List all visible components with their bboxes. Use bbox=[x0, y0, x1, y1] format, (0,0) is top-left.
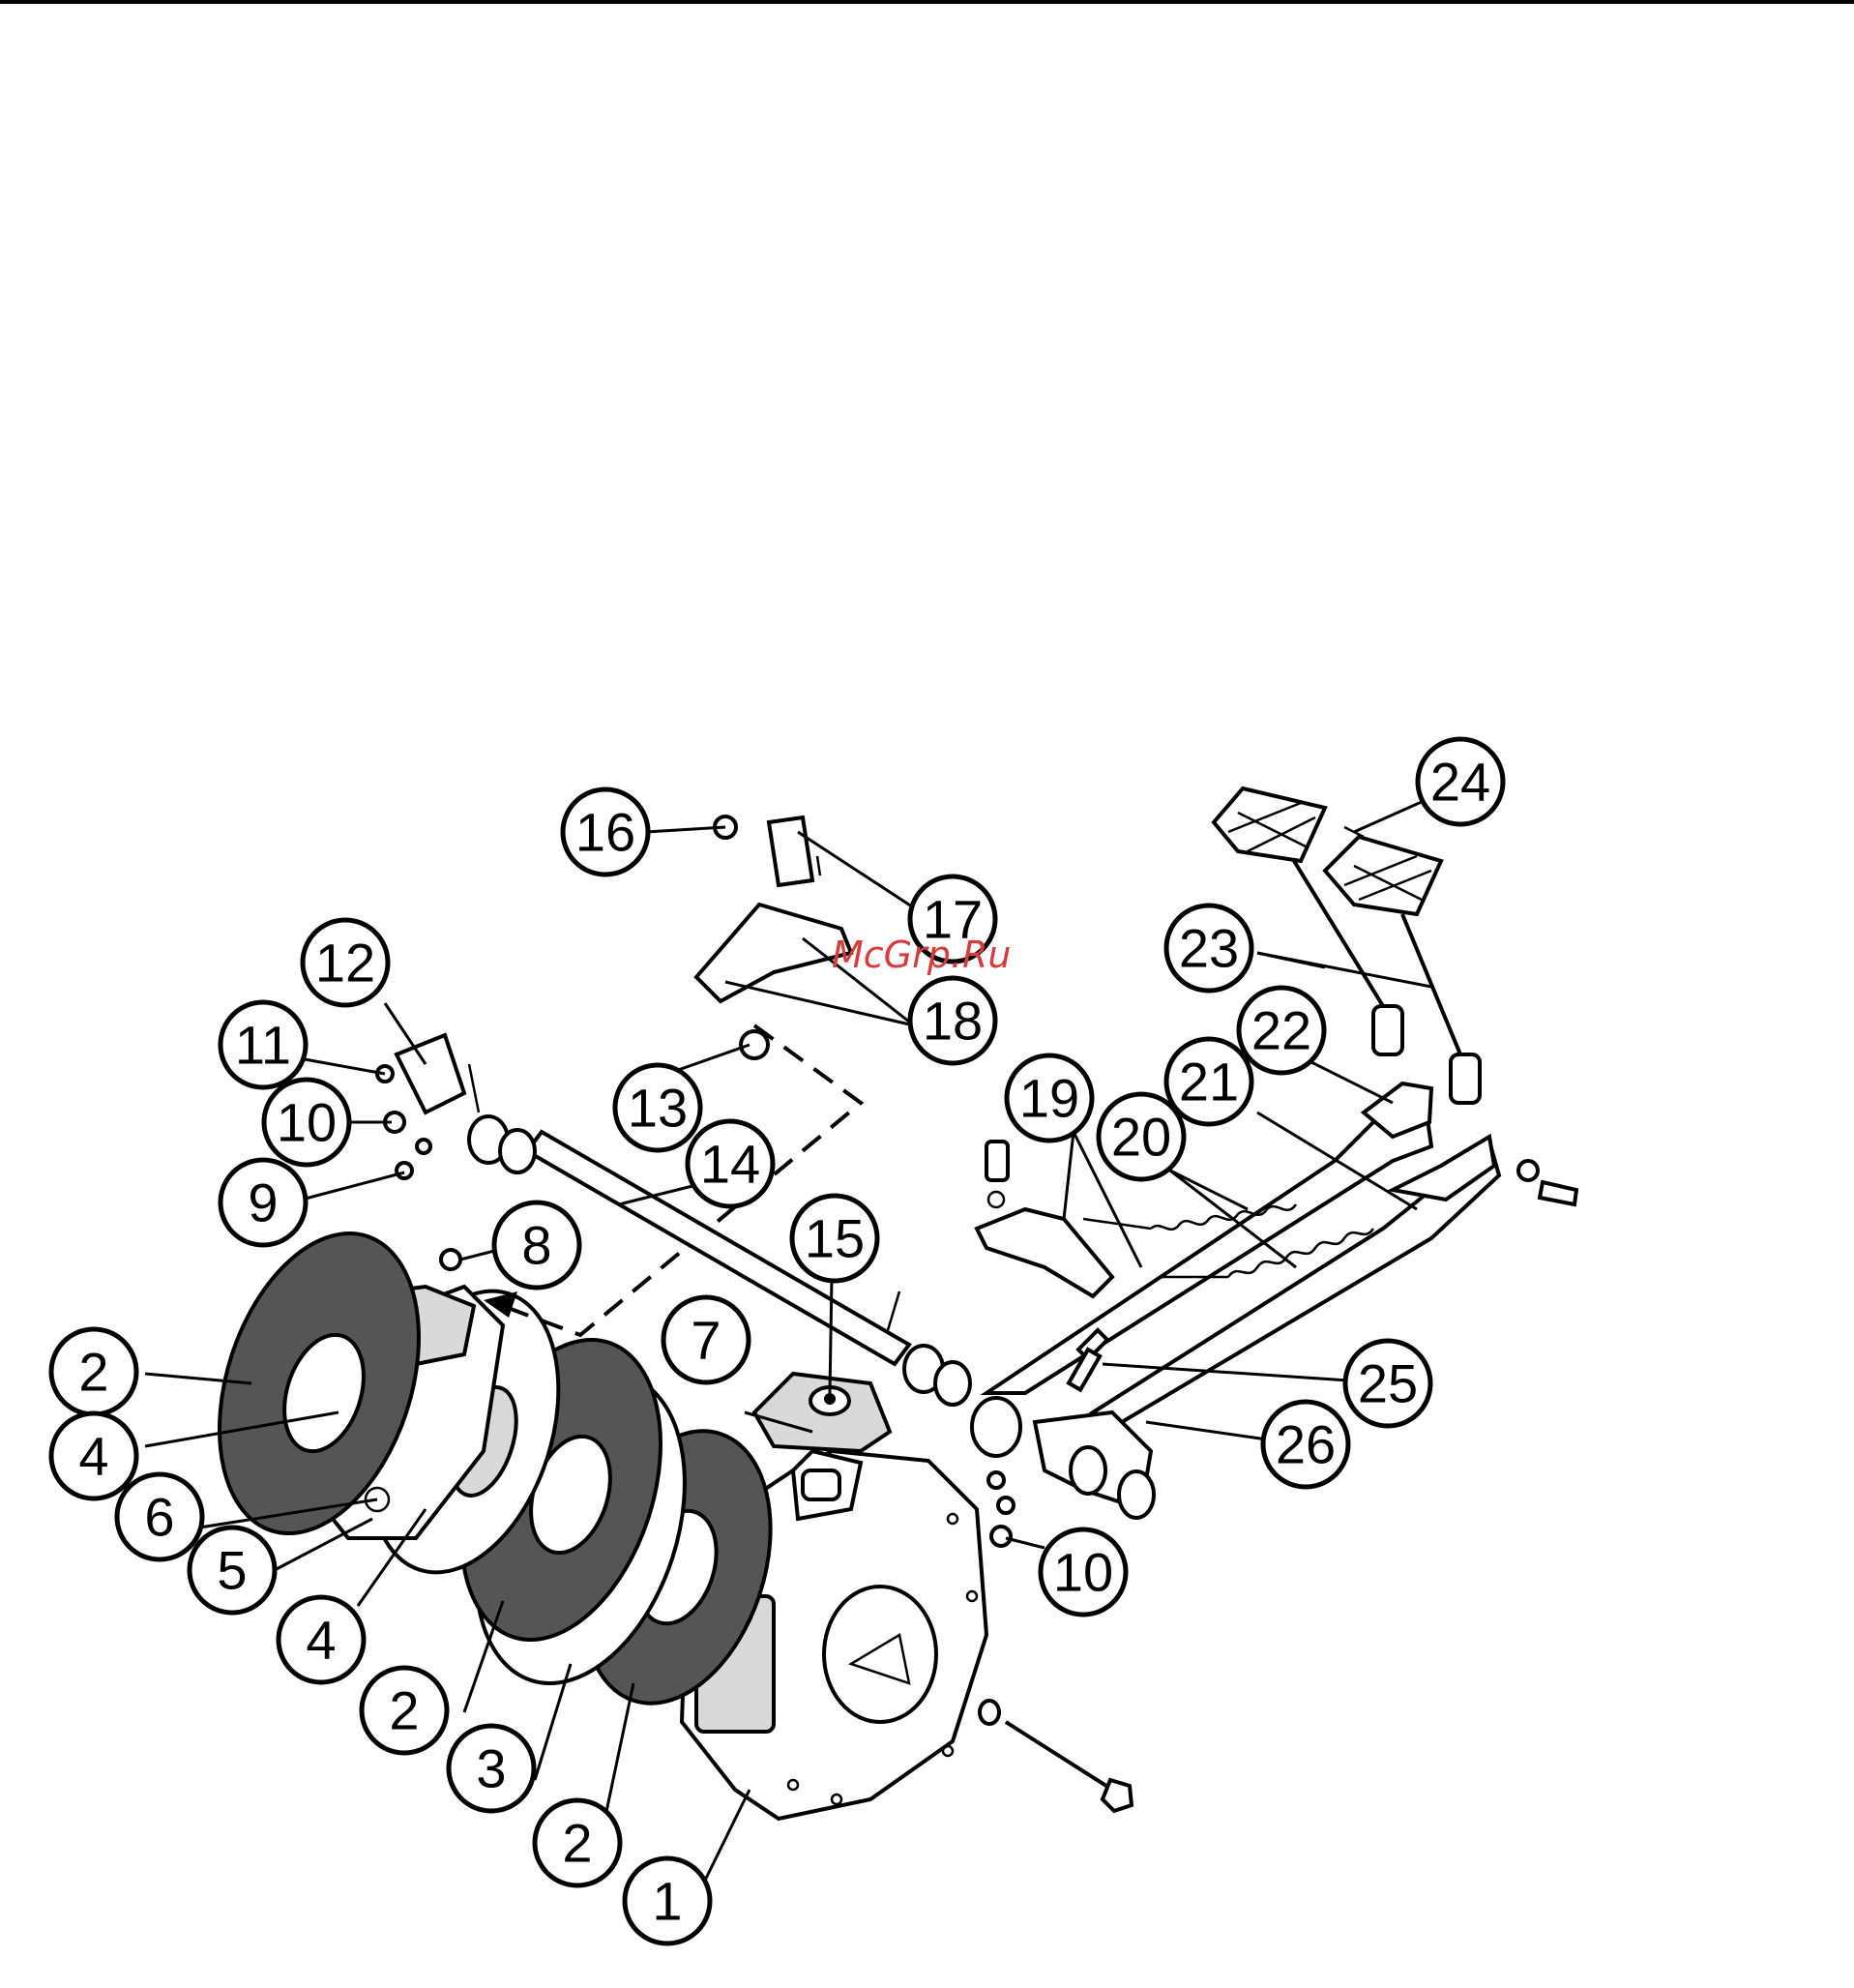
callout-8: 8 bbox=[491, 1200, 582, 1291]
callout-5: 5 bbox=[187, 1525, 278, 1616]
callout-7: 7 bbox=[661, 1294, 751, 1385]
callout-11: 11 bbox=[218, 999, 309, 1090]
assembly-dashed-line bbox=[484, 1024, 865, 1338]
leader-lines bbox=[144, 791, 1442, 1899]
callout-label: 1 bbox=[652, 1871, 682, 1932]
cross-shaft bbox=[467, 1063, 972, 1407]
callout-6: 6 bbox=[114, 1471, 205, 1562]
callout-13: 13 bbox=[612, 1062, 703, 1153]
callout-10: 10 bbox=[261, 1077, 352, 1168]
callout-label: 22 bbox=[1251, 1000, 1311, 1061]
callout-label: 7 bbox=[691, 1310, 721, 1371]
callout-17: 17 bbox=[907, 874, 998, 964]
callout-label: 20 bbox=[1111, 1107, 1171, 1168]
nut-8-shape bbox=[439, 1248, 462, 1271]
callout-label: 8 bbox=[521, 1215, 551, 1276]
callout-label: 4 bbox=[78, 1426, 108, 1487]
boot-plate bbox=[751, 1371, 893, 1454]
callout-4: 4 bbox=[48, 1410, 139, 1501]
callout-label: 25 bbox=[1358, 1353, 1418, 1414]
callout-3: 3 bbox=[446, 1723, 537, 1814]
pedal-arms bbox=[970, 1081, 1502, 1520]
callout-label: 4 bbox=[306, 1610, 336, 1671]
callout-label: 10 bbox=[1053, 1542, 1113, 1603]
callout-24: 24 bbox=[1415, 736, 1506, 827]
pedal-right bbox=[1322, 825, 1482, 1105]
callout-20: 20 bbox=[1096, 1091, 1187, 1182]
callout-label: 14 bbox=[700, 1134, 760, 1195]
housing-bolt bbox=[978, 1699, 1134, 1814]
parts-drawing bbox=[218, 786, 1579, 1822]
callout-label: 10 bbox=[277, 1092, 337, 1153]
callout-label: 23 bbox=[1179, 918, 1239, 979]
pedal-left bbox=[1211, 786, 1404, 1056]
callout-18: 18 bbox=[907, 975, 998, 1066]
callout-label: 13 bbox=[628, 1078, 688, 1139]
callout-label: 19 bbox=[1019, 1068, 1079, 1129]
callout-25: 25 bbox=[1342, 1338, 1433, 1429]
springs bbox=[974, 1140, 1375, 1299]
callout-label: 17 bbox=[923, 889, 983, 950]
callout-15: 15 bbox=[789, 1193, 880, 1284]
callout-2: 2 bbox=[532, 1797, 623, 1888]
callout-16: 16 bbox=[560, 786, 651, 877]
callout-label: 26 bbox=[1276, 1414, 1336, 1475]
callout-label: 15 bbox=[805, 1208, 865, 1269]
callout-12: 12 bbox=[300, 917, 391, 1008]
adjust-bolts bbox=[986, 1159, 1579, 1548]
callout-label: 16 bbox=[575, 802, 635, 863]
callout-1: 1 bbox=[622, 1855, 713, 1946]
callout-2: 2 bbox=[48, 1326, 139, 1417]
callout-19: 19 bbox=[1004, 1053, 1095, 1143]
callout-label: 6 bbox=[144, 1487, 174, 1548]
callout-label: 5 bbox=[217, 1540, 247, 1601]
callout-label: 2 bbox=[389, 1680, 419, 1741]
friction-disc-rear bbox=[218, 1231, 421, 1535]
callout-4: 4 bbox=[276, 1594, 367, 1685]
callout-label: 2 bbox=[562, 1813, 592, 1874]
callout-10: 10 bbox=[1038, 1527, 1129, 1617]
callout-9: 9 bbox=[218, 1157, 309, 1248]
callout-label: 12 bbox=[315, 933, 375, 994]
callout-22: 22 bbox=[1236, 985, 1327, 1076]
callout-label: 24 bbox=[1430, 752, 1490, 813]
top-rule bbox=[0, 0, 1854, 4]
callout-14: 14 bbox=[685, 1118, 776, 1209]
callout-label: 9 bbox=[248, 1172, 278, 1233]
callout-label: 21 bbox=[1179, 1052, 1239, 1113]
callout-label: 18 bbox=[923, 991, 983, 1052]
callout-26: 26 bbox=[1260, 1399, 1351, 1490]
watermark-text: McGrp.Ru bbox=[832, 934, 1011, 976]
callout-label: 11 bbox=[235, 1015, 291, 1076]
upper-linkage bbox=[693, 815, 854, 1060]
clevis-left bbox=[375, 1032, 467, 1180]
callout-label: 2 bbox=[78, 1342, 108, 1403]
callout-label: 3 bbox=[476, 1738, 506, 1799]
callout-2: 2 bbox=[359, 1665, 450, 1756]
callout-21: 21 bbox=[1163, 1036, 1254, 1127]
callout-23: 23 bbox=[1163, 903, 1254, 994]
